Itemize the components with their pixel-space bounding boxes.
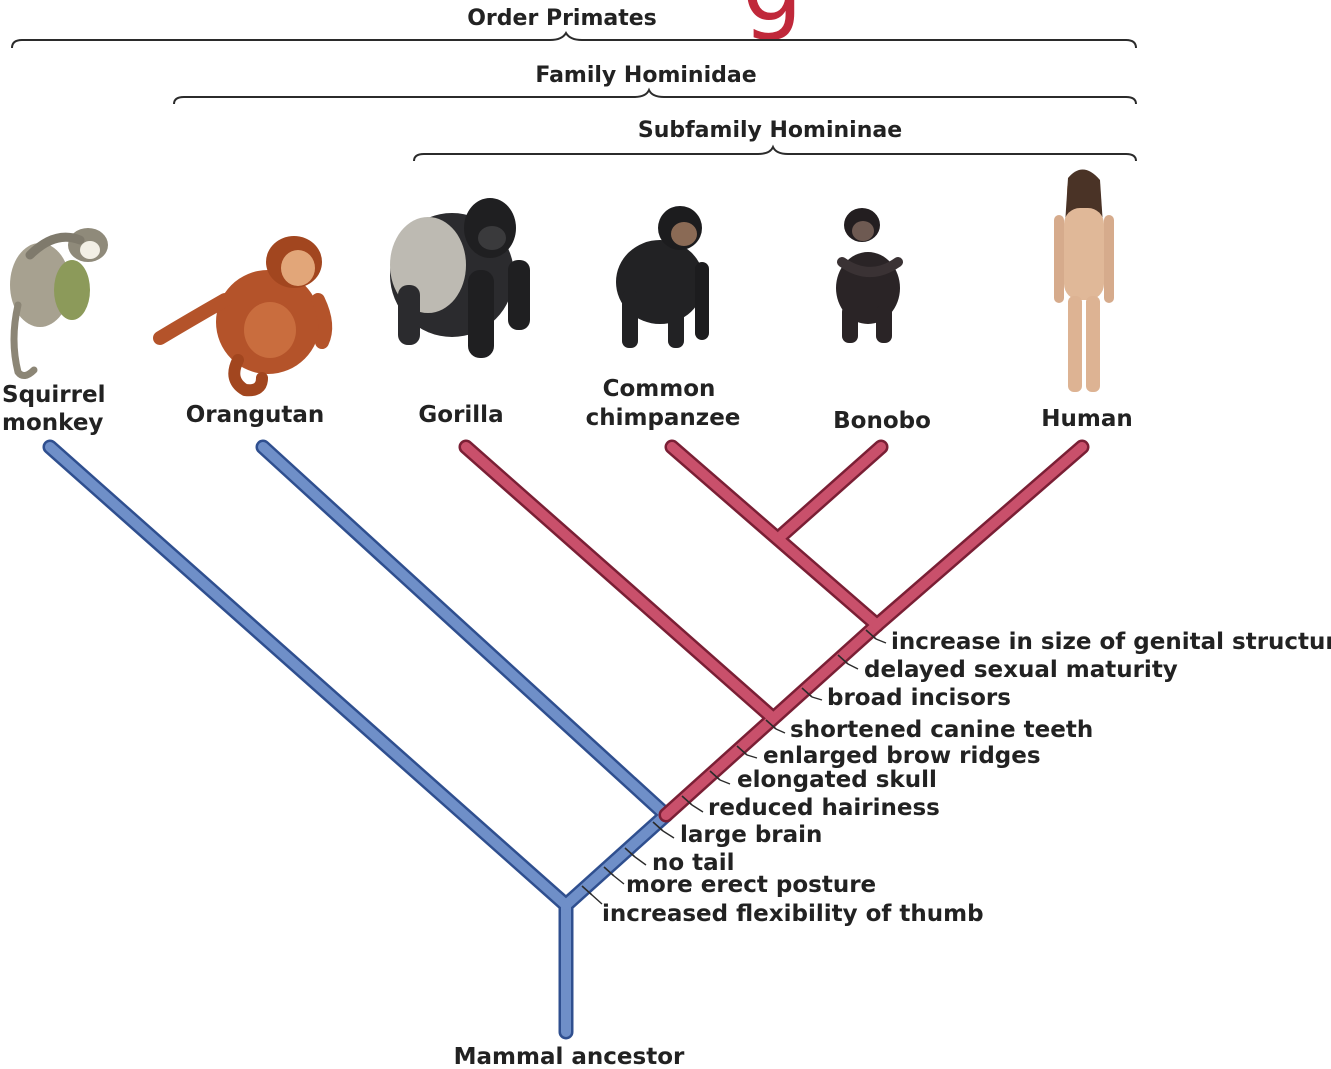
trait-shortened-canine-teeth: shortened canine teeth (766, 717, 1093, 743)
squirrel-monkey-branch-fill (50, 447, 566, 905)
bonobo-label: Bonobo (833, 408, 931, 434)
trait-label: increased flexibility of thumb (602, 901, 984, 927)
orangutan-label: Orangutan (186, 402, 325, 428)
trait-reduced-hairiness: reduced hairiness (682, 795, 940, 821)
gorilla-label: Gorilla (418, 402, 503, 428)
trait-elongated-skull: elongated skull (710, 767, 937, 793)
trait-broad-incisors: broad incisors (802, 685, 1011, 711)
order-primates-group: Order Primates (12, 6, 1136, 48)
trait-delayed-sexual-maturity: delayed sexual maturity (838, 655, 1178, 683)
subfamily-homininae-group: Subfamily Homininae (414, 118, 1136, 161)
trait-large-brain: large brain (653, 822, 822, 848)
trait-label: broad incisors (827, 685, 1011, 711)
squirrel-monkey-label: Squirrel monkey (2, 382, 113, 436)
trait-label: elongated skull (737, 767, 937, 793)
order-primates-label: Order Primates (467, 6, 657, 31)
trait-label: delayed sexual maturity (864, 657, 1178, 683)
orangutan-icon (160, 236, 325, 390)
trait-label: large brain (680, 822, 822, 848)
trait-label: shortened canine teeth (790, 717, 1093, 743)
trait-label: reduced hairiness (708, 795, 940, 821)
partial-heading: g (742, 0, 803, 43)
order-primates-brace (12, 33, 1136, 48)
trait-enlarged-brow-ridges: enlarged brow ridges (737, 743, 1041, 769)
subfamily-homininae-label: Subfamily Homininae (638, 118, 902, 143)
human-icon (1054, 169, 1114, 392)
chimpanzee-label: Common chimpanzee (586, 376, 741, 431)
subfamily-homininae-brace (414, 147, 1136, 161)
human-branch-fill (877, 447, 1082, 625)
trait-more-erect-posture: more erect posture (604, 867, 876, 898)
family-hominidae-group: Family Hominidae (174, 63, 1136, 104)
root-label: Mammal ancestor (454, 1044, 685, 1069)
orangutan-branch-fill (263, 447, 666, 815)
gorilla-icon (390, 198, 530, 358)
chimpanzee-icon (616, 206, 709, 348)
bonobo-branch-fill (782, 447, 881, 535)
trait-label: no tail (652, 850, 734, 876)
bonobo-icon (836, 208, 900, 343)
taxon-labels: Squirrel monkey Orangutan Gorilla Common… (2, 376, 1133, 436)
squirrel-monkey-icon (10, 228, 108, 376)
trait-increase-in-size-of-genital-structures: increase in size of genital structures (866, 629, 1331, 655)
human-label: Human (1041, 406, 1132, 432)
trait-label: enlarged brow ridges (763, 743, 1041, 769)
trait-label: increase in size of genital structures (891, 629, 1331, 655)
traits: increased flexibility of thumb more erec… (582, 629, 1331, 927)
family-hominidae-brace (174, 90, 1136, 104)
family-hominidae-label: Family Hominidae (535, 63, 756, 88)
